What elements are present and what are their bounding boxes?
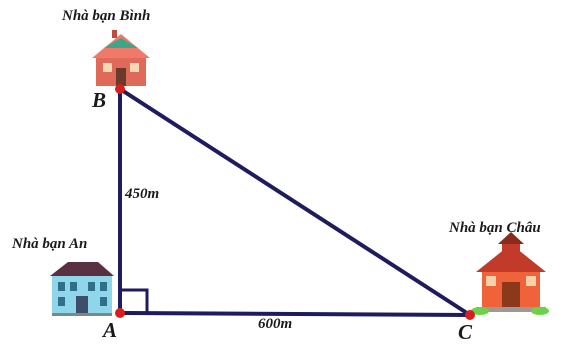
point-a-label: A: [103, 318, 118, 342]
house-chau-label: Nhà bạn Châu: [449, 220, 541, 236]
point-c-label: C: [458, 320, 473, 344]
house-chau-icon: [471, 232, 549, 315]
house-binh-icon: [92, 30, 150, 86]
point-b-label: B: [92, 88, 107, 112]
point-b-marker: [115, 84, 125, 94]
distance-ab-label: 450m: [125, 186, 160, 202]
distance-ac-label: 600m: [258, 316, 293, 332]
house-binh-label: Nhà bạn Bình: [62, 8, 151, 24]
right-angle-marker: [120, 288, 149, 313]
point-c-marker: [465, 310, 475, 320]
segment-ac: [119, 311, 471, 317]
house-an-label: Nhà bạn An: [12, 236, 88, 252]
segment-bc: [118, 87, 472, 317]
house-an-icon: [50, 262, 114, 316]
point-a-marker: [115, 308, 125, 318]
